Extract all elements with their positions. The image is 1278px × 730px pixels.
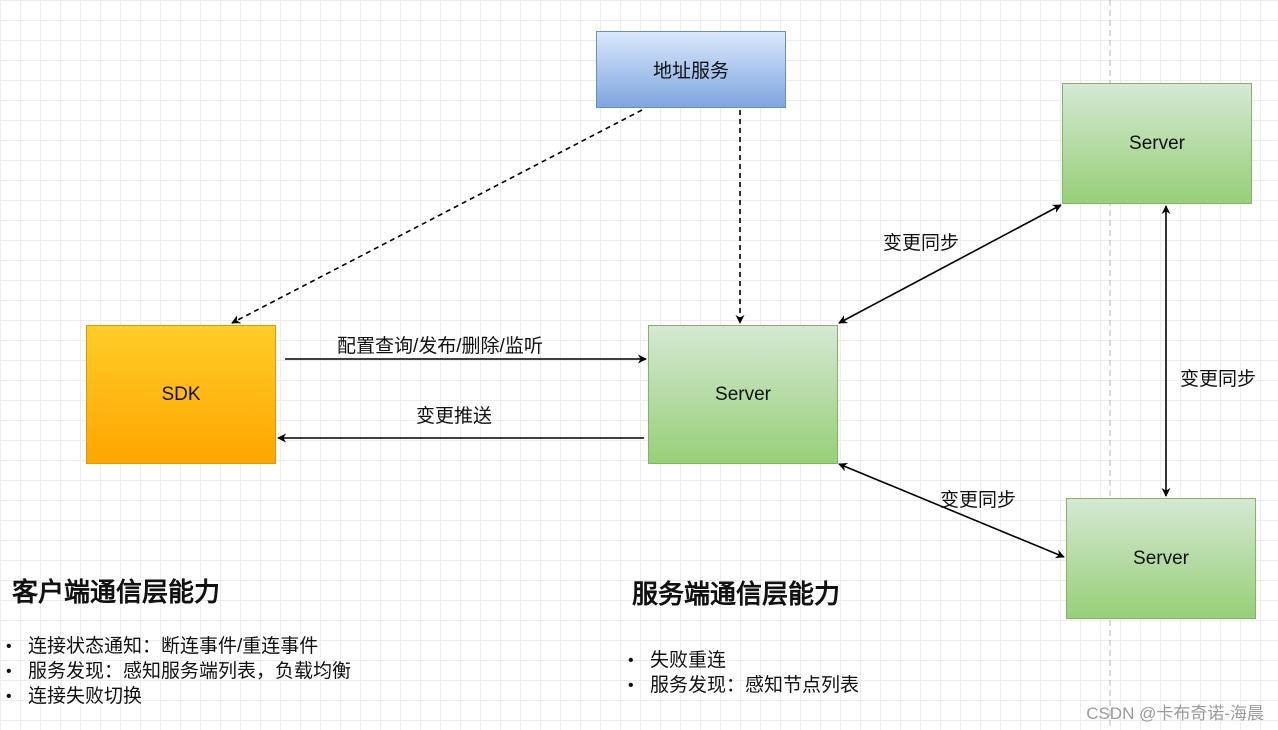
watermark: CSDN @卡布奇诺-海晨 xyxy=(1086,704,1264,723)
sdk-node: SDK xyxy=(86,325,276,464)
server-section-heading: 服务端通信层能力 xyxy=(632,579,841,609)
server-top-right-node: Server xyxy=(1062,83,1252,204)
edge-address-to-sdk xyxy=(231,109,643,324)
sdk-label: SDK xyxy=(161,383,201,405)
server-center-label: Server xyxy=(715,383,771,405)
edge-sync-bottom xyxy=(838,462,1065,559)
server-bottom-right-label: Server xyxy=(1133,547,1189,569)
edge-label-sync-bottom: 变更同步 xyxy=(940,490,1017,511)
server-capability-list: 失败重连 服务发现：感知节点列表 xyxy=(622,648,859,698)
server-bottom-right-node: Server xyxy=(1066,498,1256,619)
server-top-right-label: Server xyxy=(1129,132,1185,154)
edge-label-server-to-sdk: 变更推送 xyxy=(416,406,493,427)
list-item: 连接失败切换 xyxy=(0,684,351,709)
list-item: 服务发现：感知节点列表 xyxy=(622,673,859,698)
address-service-node: 地址服务 xyxy=(596,31,786,108)
edge-label-sync-top: 变更同步 xyxy=(883,233,960,254)
edge-label-sdk-to-server: 配置查询/发布/删除/监听 xyxy=(337,336,543,357)
list-item: 服务发现：感知服务端列表，负载均衡 xyxy=(0,659,351,684)
edge-sync-top xyxy=(838,204,1062,324)
list-item: 连接状态通知：断连事件/重连事件 xyxy=(0,634,351,659)
client-capability-list: 连接状态通知：断连事件/重连事件 服务发现：感知服务端列表，负载均衡 连接失败切… xyxy=(0,634,351,709)
server-center-node: Server xyxy=(648,325,838,464)
list-item: 失败重连 xyxy=(622,648,859,673)
edge-label-sync-right: 变更同步 xyxy=(1180,369,1257,390)
address-service-label: 地址服务 xyxy=(652,61,729,82)
client-section-heading: 客户端通信层能力 xyxy=(12,577,221,607)
